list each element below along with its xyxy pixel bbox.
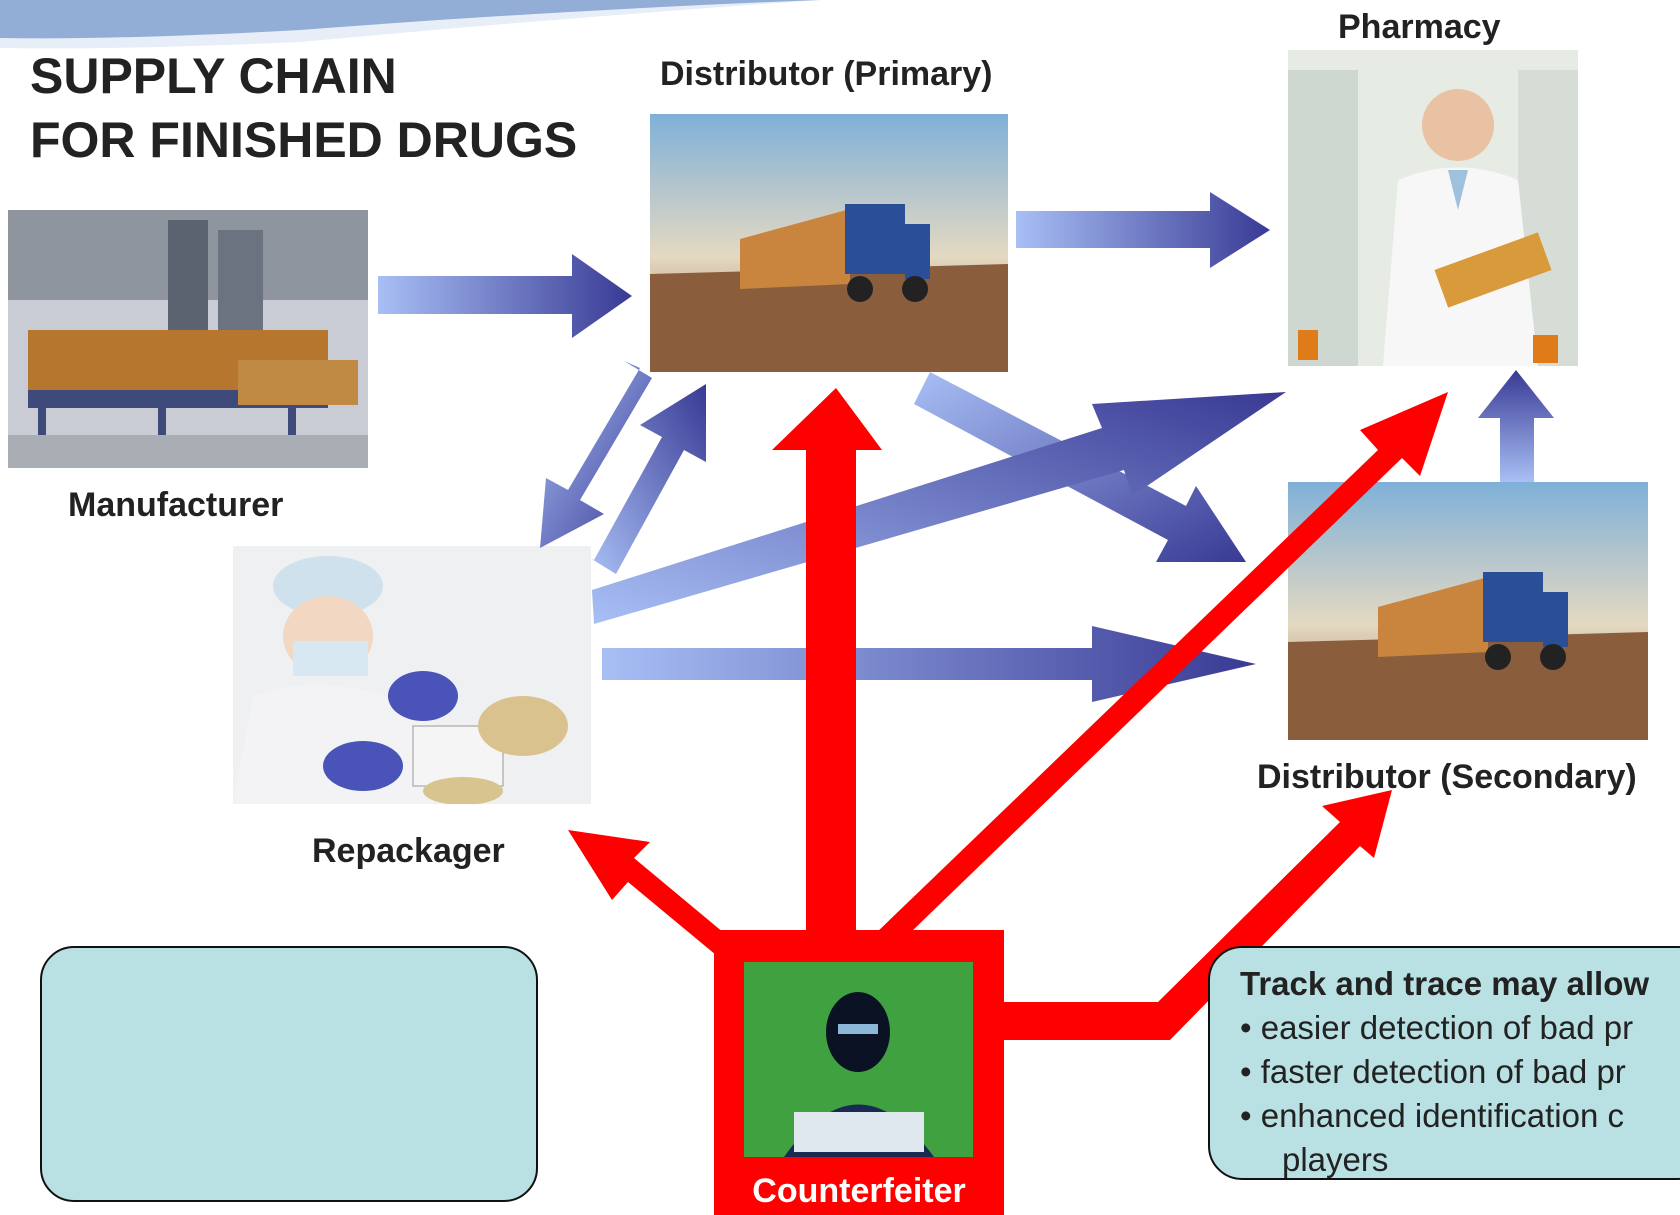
arrow-repackager-to-distributor [590, 384, 706, 574]
distributor-secondary-image [1288, 482, 1648, 740]
track-trace-bullet-3: • enhanced identification c [1240, 1097, 1624, 1134]
counterfeiter-image [744, 962, 973, 1157]
distributor-primary-image [650, 114, 1008, 372]
counterfeit-arrow-to-repackager [568, 830, 742, 960]
arrow-distributor-to-repackager [540, 361, 652, 548]
repackager-image [233, 546, 591, 804]
manufacturer-label: Manufacturer [68, 486, 284, 524]
header-band [0, 0, 820, 49]
arrow-manufacturer-to-distributor [378, 254, 632, 338]
page-title: SUPPLY CHAIN FOR FINISHED DRUGS [30, 44, 577, 172]
distributor-secondary-label: Distributor (Secondary) [1257, 758, 1637, 796]
arrow-distributor-to-pharmacy [1016, 192, 1270, 268]
track-trace-bullet-2: • faster detection of bad pr [1240, 1053, 1626, 1090]
arrow-repackager-to-secondary [602, 626, 1256, 702]
track-trace-text: Track and trace may allow • easier detec… [1240, 962, 1649, 1182]
counterfeit-arrow-to-pharmacy [848, 392, 1448, 960]
repackager-label: Repackager [312, 832, 505, 870]
counterfeit-arrow-to-distributor-primary [772, 388, 882, 940]
arrow-repackager-to-pharmacy [592, 392, 1286, 624]
counterfeiter-label: Counterfeiter [752, 1172, 966, 1210]
title-line-2: FOR FINISHED DRUGS [30, 112, 578, 168]
counterfeit-arrow-to-secondary [1002, 790, 1392, 1040]
pharmacy-image [1288, 50, 1578, 366]
distributor-primary-label: Distributor (Primary) [660, 55, 993, 93]
manufacturer-image [8, 210, 368, 468]
arrow-secondary-to-pharmacy [1478, 370, 1554, 482]
track-trace-bullet-1: • easier detection of bad pr [1240, 1009, 1634, 1046]
track-trace-heading: Track and trace may allow [1240, 965, 1650, 1002]
track-trace-box [1208, 946, 1680, 1180]
track-trace-continuation: players [1282, 1141, 1389, 1178]
empty-info-box [40, 946, 538, 1202]
pharmacy-label: Pharmacy [1338, 8, 1501, 46]
title-line-1: SUPPLY CHAIN [30, 48, 397, 104]
